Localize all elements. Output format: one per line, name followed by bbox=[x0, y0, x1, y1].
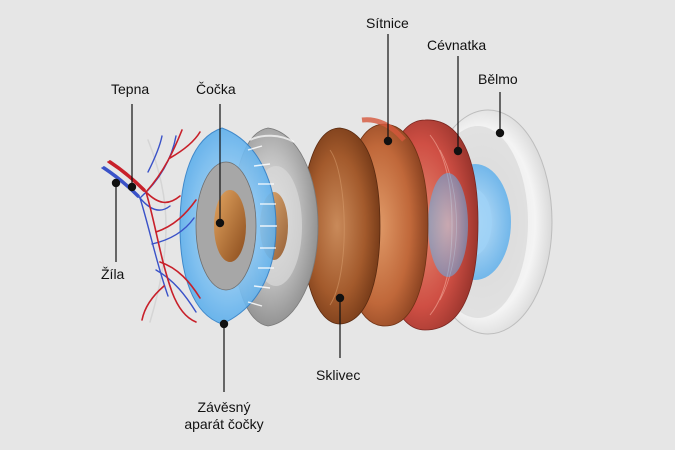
dot-sitnice bbox=[383, 136, 393, 146]
dot-belmo bbox=[495, 128, 505, 138]
label-cocka: Čočka bbox=[196, 81, 236, 97]
label-sklivec: Sklivec bbox=[316, 367, 361, 383]
dot-zila bbox=[111, 178, 121, 188]
dot-cocka bbox=[215, 218, 225, 228]
label-zavesny-aparat: Závěsný aparát čočky bbox=[178, 399, 270, 433]
label-tepna: Tepna bbox=[111, 81, 150, 97]
label-cevnatka: Cévnatka bbox=[427, 37, 487, 53]
label-zavesny-line2: aparát čočky bbox=[184, 416, 264, 432]
label-belmo: Bělmo bbox=[478, 71, 518, 87]
label-zavesny-line1: Závěsný bbox=[197, 399, 251, 415]
leader-lines bbox=[111, 34, 505, 392]
dot-zavesny bbox=[219, 319, 229, 329]
zonule-ring bbox=[179, 127, 277, 325]
vessel-network bbox=[101, 129, 201, 323]
label-zila: Žíla bbox=[101, 266, 125, 282]
label-sitnice: Sítnice bbox=[366, 15, 409, 31]
dot-sklivec bbox=[335, 293, 345, 303]
dot-cevnatka bbox=[453, 146, 463, 156]
dot-tepna bbox=[127, 182, 137, 192]
